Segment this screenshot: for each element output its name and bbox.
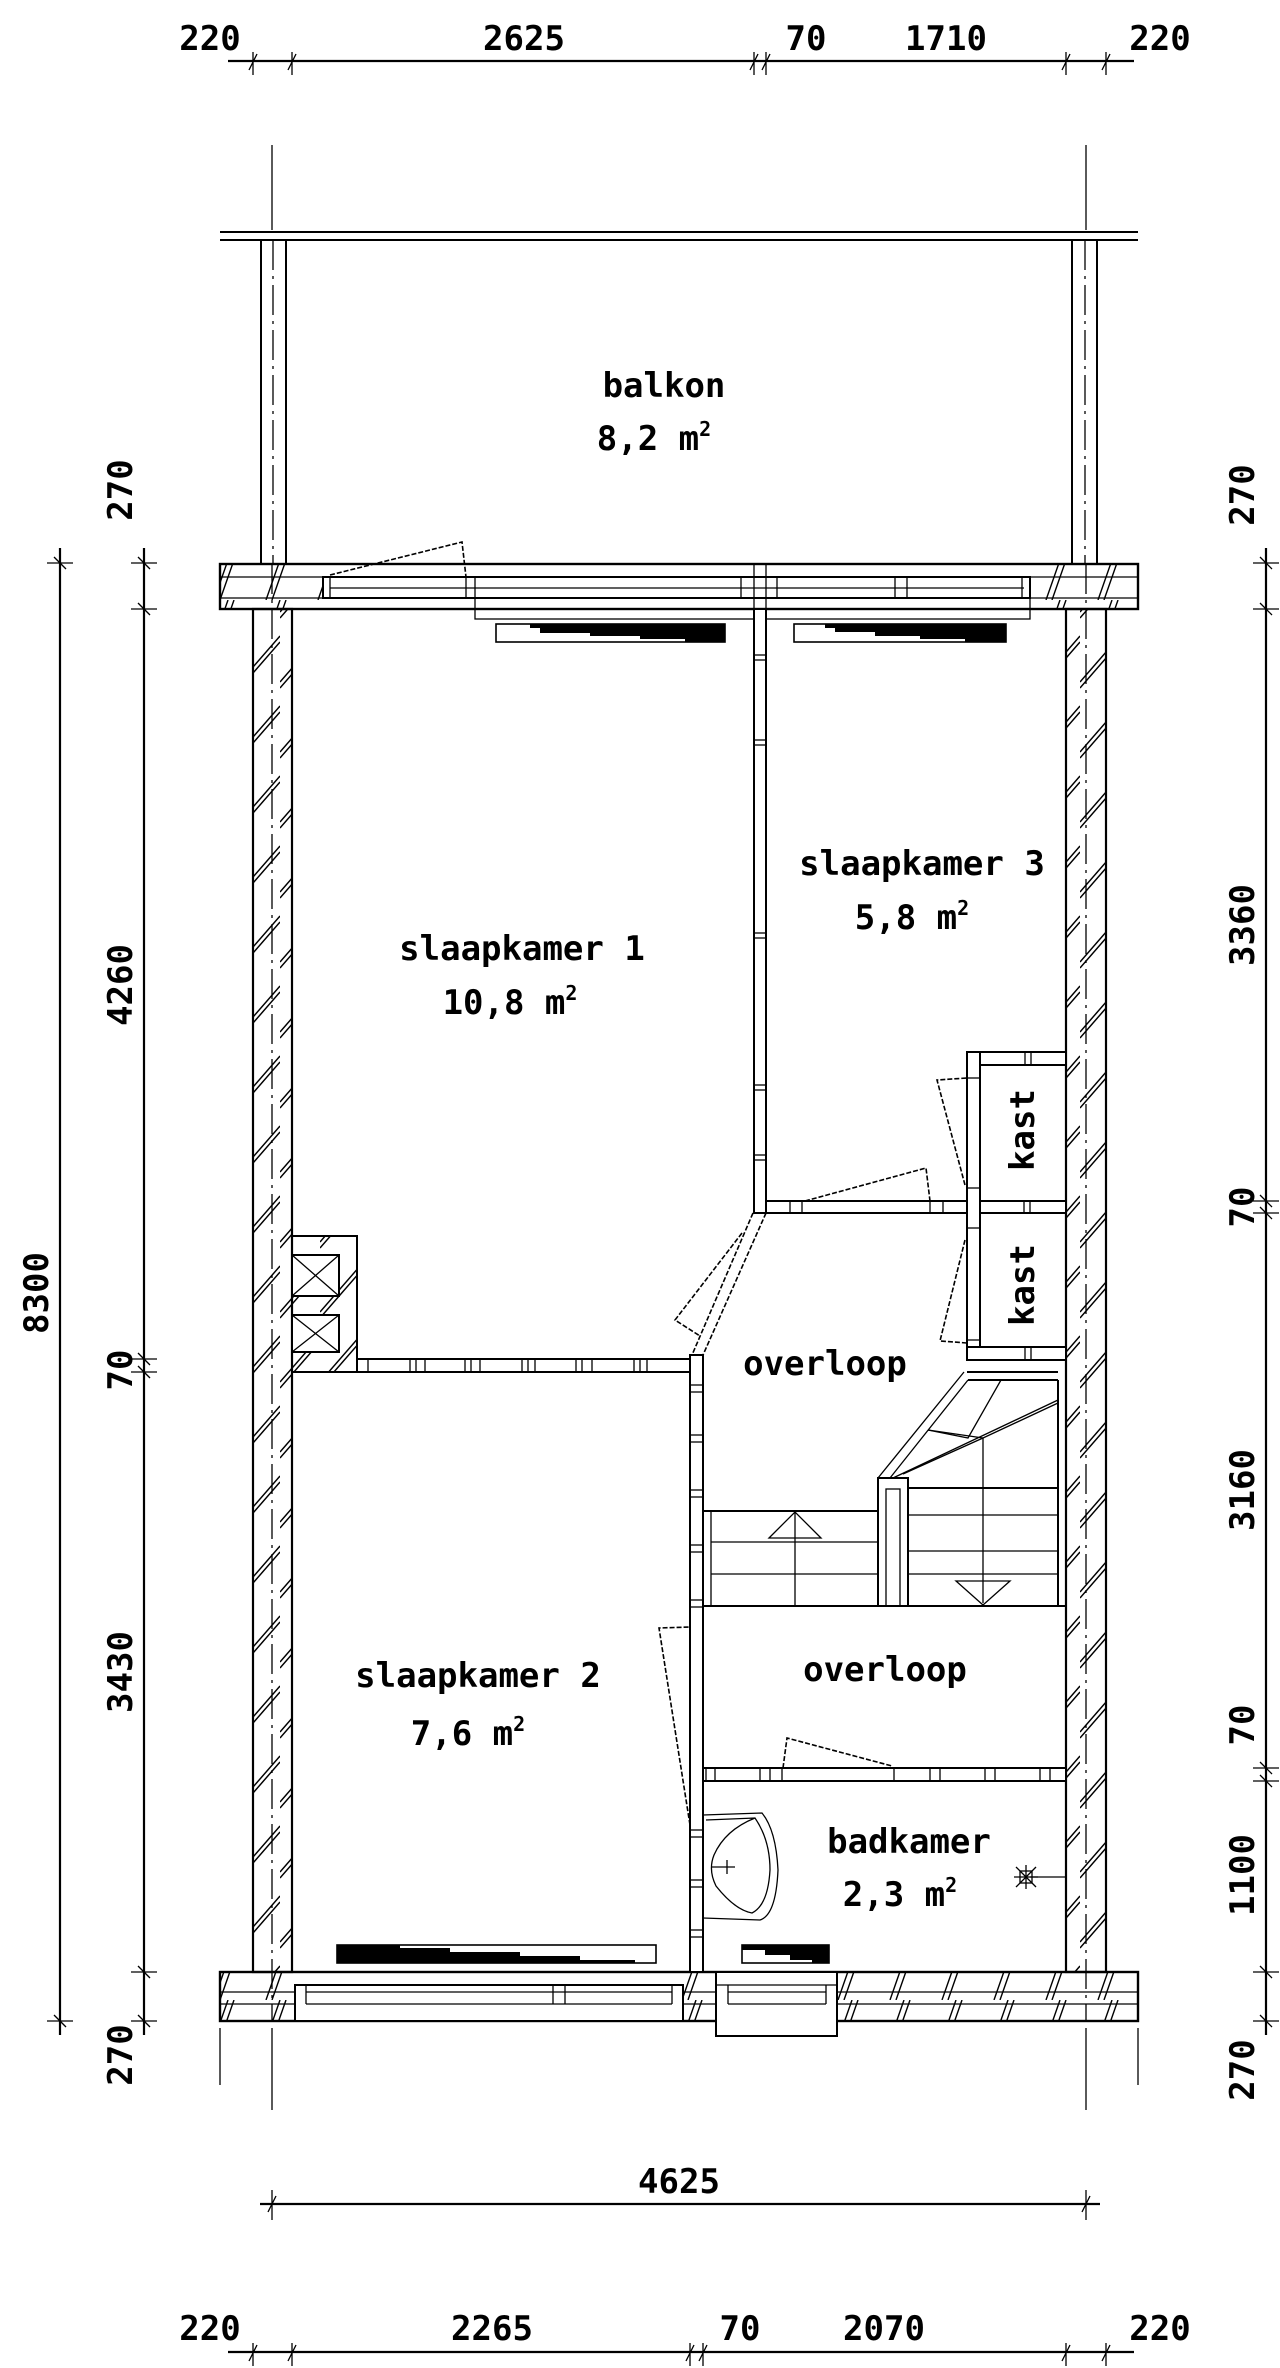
dim-right-270-bottom: 270 — [1223, 2039, 1263, 2100]
bottom-windows[interactable] — [294, 1971, 838, 2037]
room-name-overloop-2: overloop — [803, 1650, 967, 1690]
overall-width-dimension: 4625 — [260, 2162, 1100, 2220]
room-name-kast-1: kast — [1003, 1089, 1043, 1171]
dim-right-70-a: 70 — [1223, 1187, 1263, 1228]
dim-top-1710: 1710 — [905, 19, 987, 59]
door-kast-1[interactable] — [935, 1077, 968, 1186]
dim-bottom-220-left: 220 — [179, 2309, 240, 2349]
washbasin — [702, 1812, 779, 1921]
dim-bottom-70: 70 — [720, 2309, 761, 2349]
closets: kast kast — [966, 1051, 1067, 1361]
dim-right-270-top: 270 — [1223, 464, 1263, 525]
dim-left-270-bottom: 270 — [101, 2024, 141, 2085]
room-area-slaapkamer-2: 7,6 m2 — [411, 1712, 525, 1754]
dim-right-3160: 3160 — [1223, 1449, 1263, 1531]
door-slaapkamer-3[interactable] — [804, 1166, 931, 1202]
top-dimension-line: 220 2625 70 1710 220 — [179, 19, 1191, 75]
radiators — [336, 623, 1007, 1964]
door-kast-2[interactable] — [938, 1239, 968, 1344]
dim-bottom-2265: 2265 — [451, 2309, 533, 2349]
dim-overall-4625: 4625 — [638, 2162, 720, 2202]
ventilation-shafts — [291, 1235, 358, 1373]
dim-left-270-top: 270 — [101, 459, 141, 520]
dim-bottom-220-right: 220 — [1129, 2309, 1190, 2349]
dim-top-70: 70 — [786, 19, 827, 59]
dim-top-220-left: 220 — [179, 19, 240, 59]
room-name-overloop-1: overloop — [743, 1344, 907, 1384]
dim-left-3430: 3430 — [101, 1631, 141, 1713]
dim-right-3360: 3360 — [1223, 884, 1263, 966]
door-badkamer[interactable] — [782, 1736, 893, 1769]
dim-top-220-right: 220 — [1129, 19, 1190, 59]
door-slaapkamer-2[interactable] — [658, 1626, 691, 1826]
balcony: balkon 8,2 m2 — [220, 231, 1138, 565]
room-name-slaapkamer-1: slaapkamer 1 — [399, 929, 645, 969]
dim-top-2625: 2625 — [483, 19, 565, 59]
bottom-dimension-line: 220 2265 70 2070 220 — [179, 2309, 1191, 2366]
room-area-slaapkamer-3: 5,8 m2 — [855, 896, 969, 938]
staircase — [703, 1371, 1066, 1607]
dim-right-1100: 1100 — [1223, 1834, 1263, 1916]
dim-bottom-2070: 2070 — [843, 2309, 925, 2349]
room-area-badkamer: 2,3 m2 — [843, 1873, 957, 1915]
interior-walls — [356, 608, 1067, 1973]
room-name-balkon: balkon — [603, 366, 726, 406]
top-windows[interactable] — [322, 564, 1031, 620]
extension-lines — [219, 145, 1139, 2110]
room-name-slaapkamer-3: slaapkamer 3 — [799, 844, 1045, 884]
left-dimension-lines: 8300 270 4260 70 3430 270 — [17, 459, 157, 2086]
door-slaapkamer-1[interactable] — [673, 1232, 743, 1337]
dim-left-70: 70 — [101, 1350, 141, 1391]
room-area-balkon: 8,2 m2 — [597, 417, 711, 459]
room-name-slaapkamer-2: slaapkamer 2 — [355, 1656, 601, 1696]
room-labels: slaapkamer 1 10,8 m2 slaapkamer 3 5,8 m2… — [355, 844, 1045, 1915]
right-dimension-lines: 270 3360 70 3160 70 1100 270 — [1223, 464, 1279, 2101]
light-fixture — [1014, 1865, 1066, 1889]
room-area-slaapkamer-1: 10,8 m2 — [443, 981, 578, 1023]
dim-left-8300: 8300 — [17, 1252, 57, 1334]
door-swings[interactable] — [658, 1077, 968, 1826]
room-name-badkamer: badkamer — [827, 1822, 991, 1862]
room-name-kast-2: kast — [1003, 1244, 1043, 1326]
dim-left-4260: 4260 — [101, 944, 141, 1026]
balcony-door-swing[interactable] — [329, 541, 467, 578]
dim-right-70-b: 70 — [1223, 1705, 1263, 1746]
